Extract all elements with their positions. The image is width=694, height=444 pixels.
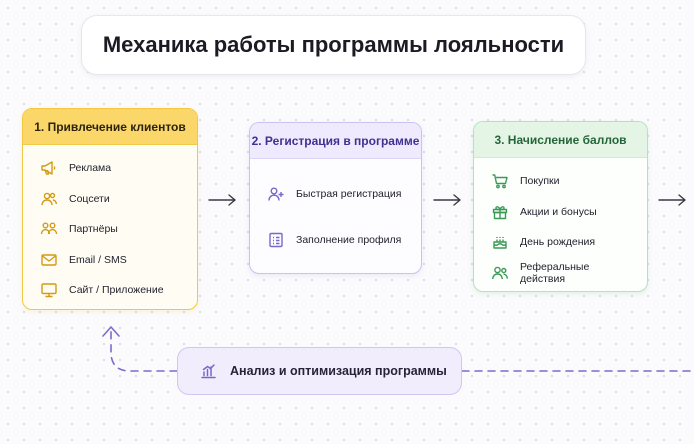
stage-header: 3. Начисление баллов [474, 122, 647, 158]
arrow-right-icon [433, 194, 461, 206]
list-item: Заполнение профиля [266, 217, 405, 263]
list-item: Сайт / Приложение [39, 275, 181, 306]
referral-icon [490, 263, 510, 283]
item-label: День рождения [520, 236, 596, 249]
list-item: Соцсети [39, 184, 181, 215]
arrow-right-icon [208, 194, 236, 206]
item-label: Акции и бонусы [520, 205, 597, 218]
list-item: Акции и бонусы [490, 197, 631, 228]
item-label: Реферальные действия [520, 260, 590, 285]
list-item: Быстрая регистрация [266, 171, 405, 217]
cart-icon [490, 171, 510, 191]
item-label: Email / SMS [69, 253, 127, 266]
stage-header: 2. Регистрация в программе [250, 123, 421, 159]
stage-card-points-accrual: 3. Начисление баллов Покупки Акции и бон… [473, 121, 648, 292]
form-icon [266, 230, 286, 250]
stage-card-registration: 2. Регистрация в программе Быстрая регис… [249, 122, 422, 274]
analysis-optimization-box: Анализ и оптимизация программы [177, 347, 462, 395]
stage-card-client-acquisition: 1. Привлечение клиентов Реклама Соцсети … [22, 108, 198, 310]
item-label: Реклама [69, 162, 112, 175]
users-icon [39, 189, 59, 209]
bar-chart-icon [198, 361, 218, 381]
item-label: Быстрая регистрация [296, 188, 402, 200]
mail-icon [39, 250, 59, 270]
gift-icon [490, 202, 510, 222]
partners-icon [39, 219, 59, 239]
list-item: Реклама [39, 153, 181, 184]
analysis-label: Анализ и оптимизация программы [230, 364, 447, 378]
list-item: Партнёры [39, 214, 181, 245]
list-item: Реферальные действия [490, 258, 631, 289]
item-label: Соцсети [69, 192, 110, 205]
list-item: Email / SMS [39, 245, 181, 276]
megaphone-icon [39, 158, 59, 178]
item-label: Партнёры [69, 223, 118, 236]
item-label: Сайт / Приложение [69, 284, 164, 297]
list-item: Покупки [490, 166, 631, 197]
monitor-icon [39, 280, 59, 300]
item-label: Покупки [520, 175, 560, 188]
user-plus-icon [266, 184, 286, 204]
diagram-title: Механика работы программы лояльности [81, 15, 586, 75]
stage-header: 1. Привлечение клиентов [23, 109, 197, 145]
arrow-right-icon [658, 194, 686, 206]
list-item: День рождения [490, 227, 631, 258]
item-label: Заполнение профиля [296, 234, 402, 246]
cake-icon [490, 232, 510, 252]
